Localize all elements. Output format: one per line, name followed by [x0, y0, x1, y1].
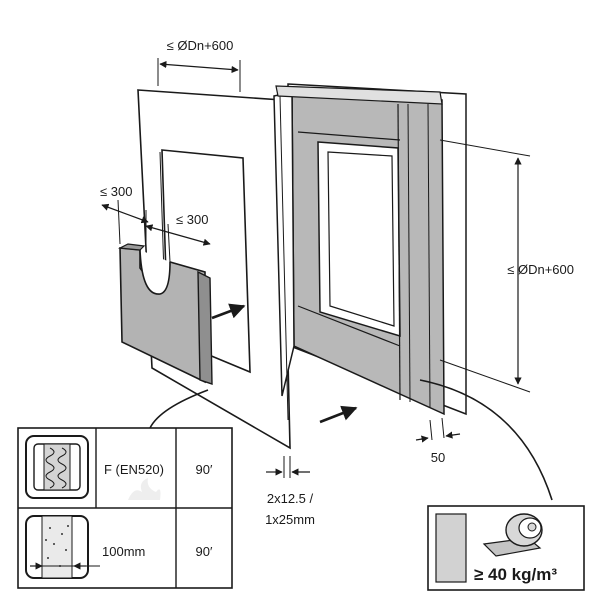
- board-thickness-line2: 1x25mm: [265, 512, 315, 527]
- insulation-roll-icon: [482, 513, 543, 557]
- roll-leader-line: [419, 379, 553, 501]
- insulation-sample-icon: [435, 513, 467, 583]
- stud-wall-icon: [25, 435, 89, 499]
- dimension-left-offset: ≤ 300: [100, 184, 149, 250]
- dimension-board-thickness: 2x12.5 / 1x25mm: [265, 456, 315, 527]
- flame-icon: [128, 478, 161, 500]
- insulation-block: [117, 243, 213, 385]
- table-leader-line: [149, 389, 209, 429]
- row1-class: F (EN520): [104, 462, 164, 477]
- frame-assembly: [273, 83, 467, 421]
- frame-depth-label: 50: [431, 450, 445, 465]
- insert-arrow-right: [319, 405, 358, 424]
- left-offset-label: ≤ 300: [100, 184, 132, 199]
- spec-table: F (EN520) 90′ 100mm 90′: [17, 427, 233, 589]
- row2-time: 90′: [196, 544, 213, 559]
- dimension-cutout-offset: ≤ 300: [145, 212, 211, 263]
- dimension-frame-depth: 50: [415, 417, 461, 465]
- board-thickness-line1: 2x12.5 /: [267, 491, 314, 506]
- insulation-density-box: ≥ 40 kg/m³: [427, 505, 585, 591]
- top-width-label: ≤ ØDn+600: [167, 38, 234, 53]
- right-height-label: ≤ ØDn+600: [507, 262, 574, 277]
- cutout-offset-label: ≤ 300: [176, 212, 208, 227]
- row1-time: 90′: [196, 462, 213, 477]
- row2-thickness: 100mm: [102, 544, 145, 559]
- dimension-right: ≤ ØDn+600: [439, 139, 574, 393]
- dimension-top: ≤ ØDn+600: [157, 38, 241, 92]
- density-label: ≥ 40 kg/m³: [474, 565, 557, 584]
- solid-wall-icon: [25, 515, 100, 579]
- insert-arrow-left: [211, 303, 246, 320]
